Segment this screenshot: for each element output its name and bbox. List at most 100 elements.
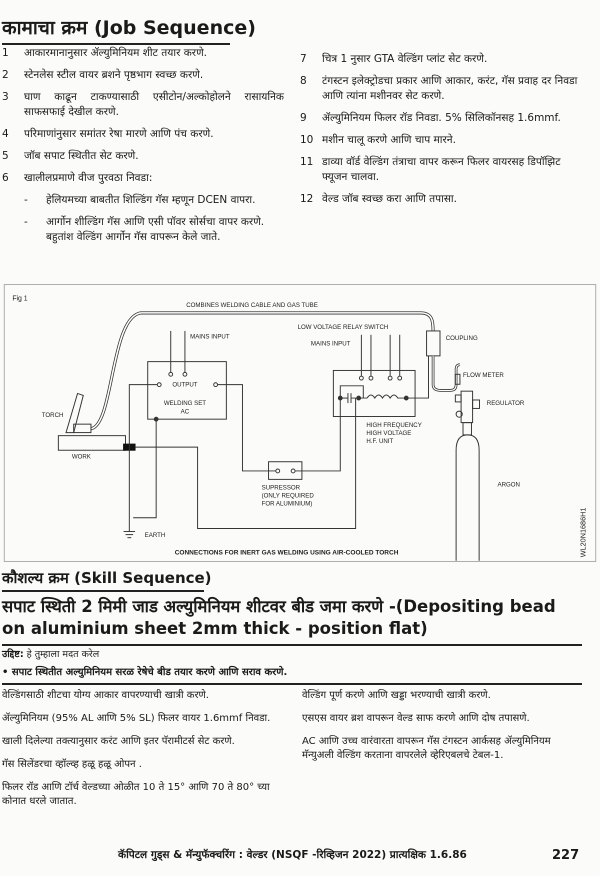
step-number: 11 [300,156,314,168]
label-ac: AC [181,408,190,415]
step-item: 4 परिमाणांनुसार समांतर रेषा मारणे आणि पंच… [2,127,284,142]
skill-step: ॲल्युमिनियम (95% AL आणि 5% SL) फिलर वायर… [2,713,271,724]
step-number: 8 [300,75,307,87]
step-number: 6 [2,172,9,184]
return-wire [135,398,357,529]
step-item: 7 चित्र 1 नुसार GTA वेल्डिंग प्लांट सेट क… [300,52,582,67]
step-item: 1 आकारमानानुसार ॲल्युमिनियम शीट तयार करणे… [2,46,284,61]
sub-item: - आर्गोन शील्डिंग गॅस आणि एसी पॉवर सोर्सच… [24,215,284,245]
step-text: मशीन चालू करणे आणि चाप मारने. [322,134,456,146]
torch [65,392,84,434]
job-steps-left: 1 आकारमानानुसार ॲल्युमिनियम शीट तयार करणे… [2,46,284,252]
dash: - [24,216,28,228]
skill-step: वेल्डिंगसाठी शीटचा योग्य आकार वापरण्याची… [2,690,209,701]
step-text: चित्र 1 नुसार GTA वेल्डिंग प्लांट सेट कर… [322,53,488,65]
step-number: 5 [2,150,9,162]
label-hf-1: HIGH FREQUENCY [366,422,421,429]
figure-code: WL20N1686H1 [579,508,588,558]
skill-step: गॅस सिलेंडरचा व्हॉल्व्ह हळू हळू ओपन . [2,759,142,770]
label-torch: TORCH [42,412,64,419]
step-item: 3 घाण काढून टाकण्यासाठी एसीटोन/अल्कोहोलने… [2,90,284,120]
footer-text: कॅपिटल गुड्स & मॅन्युफॅक्चरिंग : वेल्डर … [118,849,467,861]
step-text: जॉब सपाट स्थितीत सेट करणे. [24,150,139,162]
label-argon: ARGON [498,481,520,488]
label-cable: COMBINES WELDING CABLE AND GAS TUBE [186,302,318,309]
label-mains-input-2: MAINS INPUT [311,341,351,348]
skill-steps-left: वेल्डिंगसाठी शीटचा योग्य आकार वापरण्याची… [2,689,287,818]
hf-unit-box [332,369,416,417]
label-supressor-2: (ONLY REQUIRED [262,492,315,499]
sub-text: हेलियमच्या बाबतीत शिल्डिंग गॅस म्हणून DC… [46,194,256,206]
work-piece [57,435,126,451]
welding-set-box [147,361,227,420]
label-supressor: SUPRESSOR [262,484,301,491]
coupling [426,330,441,357]
job-steps-right: 7 चित्र 1 नुसार GTA वेल्डिंग प्लांट सेट क… [300,52,582,214]
step-text: वेल्ड जॉब स्वच्छ करा आणि तपासा. [322,193,457,205]
label-earth: EARTH [145,532,166,539]
skill-step: फिलर रॉड आणि टॉर्च वेल्डच्या ओळीत 10 ते … [2,782,270,807]
job-sequence-heading: कामाचा क्रम (Job Sequence) [2,14,256,45]
step-item: 8 टंगस्टन इलेक्ट्रोडचा प्रकार आणि आकार, क… [300,74,582,104]
label-flow-meter: FLOW METER [463,372,504,379]
label-work: WORK [72,454,92,461]
objective-bullet: • सपाट स्थितीत अल्युमिनियम सरळ रेषेचे बी… [2,664,582,685]
skill-step: खाली दिलेल्या तक्त्यानुसार करंट आणि इतर … [2,736,235,747]
step-text: स्टेनलेस स्टील वायर ब्रशने पृष्ठभाग स्वच… [24,69,204,81]
step-number: 1 [2,47,9,59]
step-item: 12 वेल्ड जॉब स्वच्छ करा आणि तपासा. [300,192,582,207]
step-number: 12 [300,193,314,205]
skill-step: एसएस वायर ब्रश वापरून वेल्ड साफ करणे आणि… [302,713,530,724]
figure-1-welding-diagram: Fig 1 COMBINES WELDING CABLE AND GAS TUB… [3,284,597,562]
regulator [460,390,474,424]
step-text: डाव्या वॉर्ड वेल्डिंग तंत्राचा वापर करून… [322,156,561,183]
label-output: OUTPUT [172,382,197,389]
step-item: 6 खालीलप्रमाणे वीज पुरवठा निवडा: [2,171,284,186]
label-mains-input: MAINS INPUT [190,334,230,341]
step-number: 7 [300,53,307,65]
cable-inner [90,312,434,430]
label-coupling: COUPLING [446,335,478,342]
step-text: ॲल्युमिनियम फिलर रॉड निवडा. 5% सिलिकॉनसह… [322,112,561,124]
step-text: आकारमानानुसार ॲल्युमिनियम शीट तयार करणे. [24,47,207,59]
step-text: परिमाणांनुसार समांतर रेषा मारणे आणि पंच … [24,128,214,140]
skill-step: वेल्डिंग पूर्ण करणे आणि खड्डा भरण्याची ख… [302,690,491,701]
label-hf-2: HIGH VOLTAGE [366,430,411,437]
step-text: घाण काढून टाकण्यासाठी एसीटोन/अल्कोहोलने … [24,91,284,118]
step-item: 10 मशीन चालू करणे आणि चाप मारने. [300,133,582,148]
step-number: 9 [300,112,307,124]
step-text: खालीलप्रमाणे वीज पुरवठा निवडा: [24,172,153,184]
step-item: 5 जॉब सपाट स्थितीत सेट करणे. [2,149,284,164]
label-supressor-3: FOR ALUMINIUM) [262,500,313,507]
dash: - [24,194,28,206]
skill-step: AC आणि उच्च वारंवारता वापरून गॅस टंगस्टन… [302,736,551,761]
skill-steps-right: वेल्डिंग पूर्ण करणे आणि खड्डा भरण्याची ख… [302,689,584,772]
argon-cylinder [455,434,480,561]
figure-frame [3,284,597,562]
earth-wire [128,384,158,532]
fig-label: Fig 1 [12,295,27,302]
step-number: 3 [2,91,9,103]
label-welding-set: WELDING SET [164,400,206,407]
step-item: 11 डाव्या वॉर्ड वेल्डिंग तंत्राचा वापर कर… [300,155,582,185]
figure-caption: CONNECTIONS FOR INERT GAS WELDING USING … [175,550,399,557]
label-hf-3: H.F. UNIT [366,438,393,445]
page-number: 227 [552,848,580,863]
step-number: 10 [300,134,314,146]
label-relay-switch: LOW VOLTAGE RELAY SWITCH [298,324,389,331]
step-item: 2 स्टेनलेस स्टील वायर ब्रशने पृष्ठभाग स्व… [2,68,284,83]
exercise-title: सपाट स्थिती 2 मिमी जाड अल्युमिनियम शीटवर… [2,596,582,646]
step-number: 2 [2,69,9,81]
sub-item: - हेलियमच्या बाबतीत शिल्डिंग गॅस म्हणून D… [24,193,284,208]
label-regulator: REGULATOR [487,400,525,407]
flow-meter [454,373,461,385]
coil [366,355,429,399]
objective-label: उद्दिष्ट: [2,649,24,660]
skill-sequence-heading: कौशल्य क्रम (Skill Sequence) [2,568,212,592]
step-item: 9 ॲल्युमिनियम फिलर रॉड निवडा. 5% सिलिकॉनस… [300,111,582,126]
objective: उद्दिष्ट: हे तुम्हाला मदत करेल [2,647,99,660]
sub-text: आर्गोन शील्डिंग गॅस आणि एसी पॉवर सोर्सचा… [46,216,265,243]
step-text: टंगस्टन इलेक्ट्रोडचा प्रकार आणि आकार, कर… [322,75,578,102]
step-number: 4 [2,128,9,140]
